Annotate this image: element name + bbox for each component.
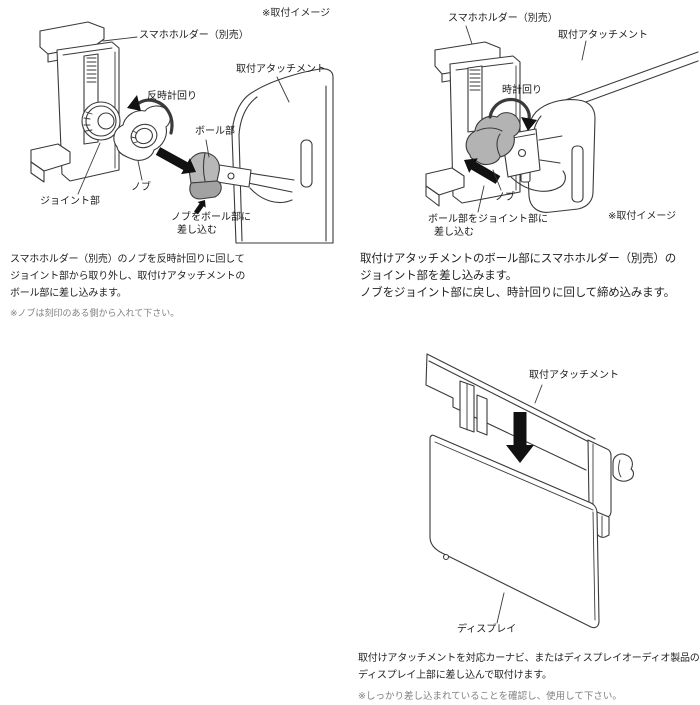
ball-part-illustration (187, 152, 222, 200)
label-ball-part: ボール部 (195, 126, 235, 137)
knob-illustration (113, 105, 171, 161)
label-counterclockwise: 反時計回り (147, 91, 197, 102)
caption-line: ノブをジョイント部に戻し、時計回りに回して締め込みます。 (360, 285, 675, 299)
label-attachment: 取付アタッチメント (558, 30, 648, 41)
step3-caption: 取付けアタッチメントを対応カーナビ、またはディスプレイオーディオ製品の ディスプ… (358, 650, 700, 705)
phone-holder-illustration (30, 21, 121, 183)
ball-arm-illustration (210, 163, 295, 204)
caption-line: ジョイント部を差し込みます。 (360, 268, 518, 282)
attachment-illustration (520, 51, 699, 213)
attachment-illustration (231, 68, 334, 244)
label-insert-instruction-2: 差し込む (177, 225, 217, 236)
label-attachment: 取付アタッチメント (236, 64, 326, 75)
leader-lines (496, 384, 543, 624)
step2-caption: 取付けアタッチメントのボール部にスマホホルダー（別売）の ジョイント部を差し込み… (360, 250, 676, 301)
label-insert-instruction-1: ボール部をジョイント部に (428, 214, 548, 225)
down-arrow (506, 412, 534, 463)
display-illustration (429, 434, 600, 629)
thread-detail (83, 111, 93, 132)
label-phone-holder: スマホホルダー（別売） (139, 30, 249, 41)
leader-lines (465, 25, 587, 213)
caption-note: ※ノブは刻印のある側から入れて下さい。 (10, 309, 180, 319)
leader-lines (77, 36, 290, 195)
spring-detail (469, 69, 481, 91)
label-display: ディスプレイ (457, 624, 517, 635)
install-image-note: ※取付イメージ (608, 211, 677, 222)
caption-note: ※しっかり差し込まれていることを確認し、使用して下さい。 (358, 691, 622, 702)
label-insert-instruction-2: 差し込む (434, 227, 474, 238)
caption-line: スマホホルダー（別売）のノブを反時計回りに回して (10, 254, 245, 265)
label-joint-part: ジョイント部 (40, 196, 100, 207)
caption-line: ディスプレイ上部に差し込んで取付けます。 (358, 670, 552, 681)
step3-panel: 取付アタッチメント ディスプレイ (350, 340, 700, 655)
install-image-note: ※取付イメージ (262, 8, 331, 19)
label-insert-instruction-1: ノブをボール部に (171, 212, 251, 223)
label-clockwise: 時計回り (502, 85, 542, 96)
clockwise-arrow (488, 97, 537, 131)
label-knob: ノブ (495, 192, 515, 203)
step1-caption: スマホホルダー（別売）のノブを反時計回りに回して ジョイント部から取り外し、取付… (10, 251, 245, 323)
insert-label-arrow (194, 200, 206, 215)
step1-panel: ※取付イメージ スマホホルダー（別売） 取付アタッチメント 反時計回り ボール部… (0, 0, 350, 248)
insert-direction-arrow (155, 147, 196, 175)
label-phone-holder: スマホホルダー（別売） (448, 13, 558, 24)
caption-line: 取付けアタッチメントを対応カーナビ、またはディスプレイオーディオ製品の (358, 653, 700, 664)
caption-line: ジョイント部から取り外し、取付けアタッチメントの (10, 271, 246, 282)
step3-illustration (425, 353, 634, 629)
insert-direction-arrow (464, 158, 501, 184)
spring-detail (86, 57, 97, 83)
caption-line: ボール部に差し込みます。 (10, 288, 127, 299)
label-knob: ノブ (131, 182, 151, 193)
knob-illustration (465, 112, 521, 166)
caption-line: 取付けアタッチメントのボール部にスマホホルダー（別売）の (360, 251, 677, 265)
counterclockwise-arrow (127, 95, 174, 135)
step2-panel: スマホホルダー（別売） 取付アタッチメント 時計回り ノブ ボール部をジョイント… (350, 0, 700, 248)
step2-illustration (425, 25, 699, 213)
label-attachment: 取付アタッチメント (529, 370, 619, 381)
step1-illustration (30, 21, 334, 244)
